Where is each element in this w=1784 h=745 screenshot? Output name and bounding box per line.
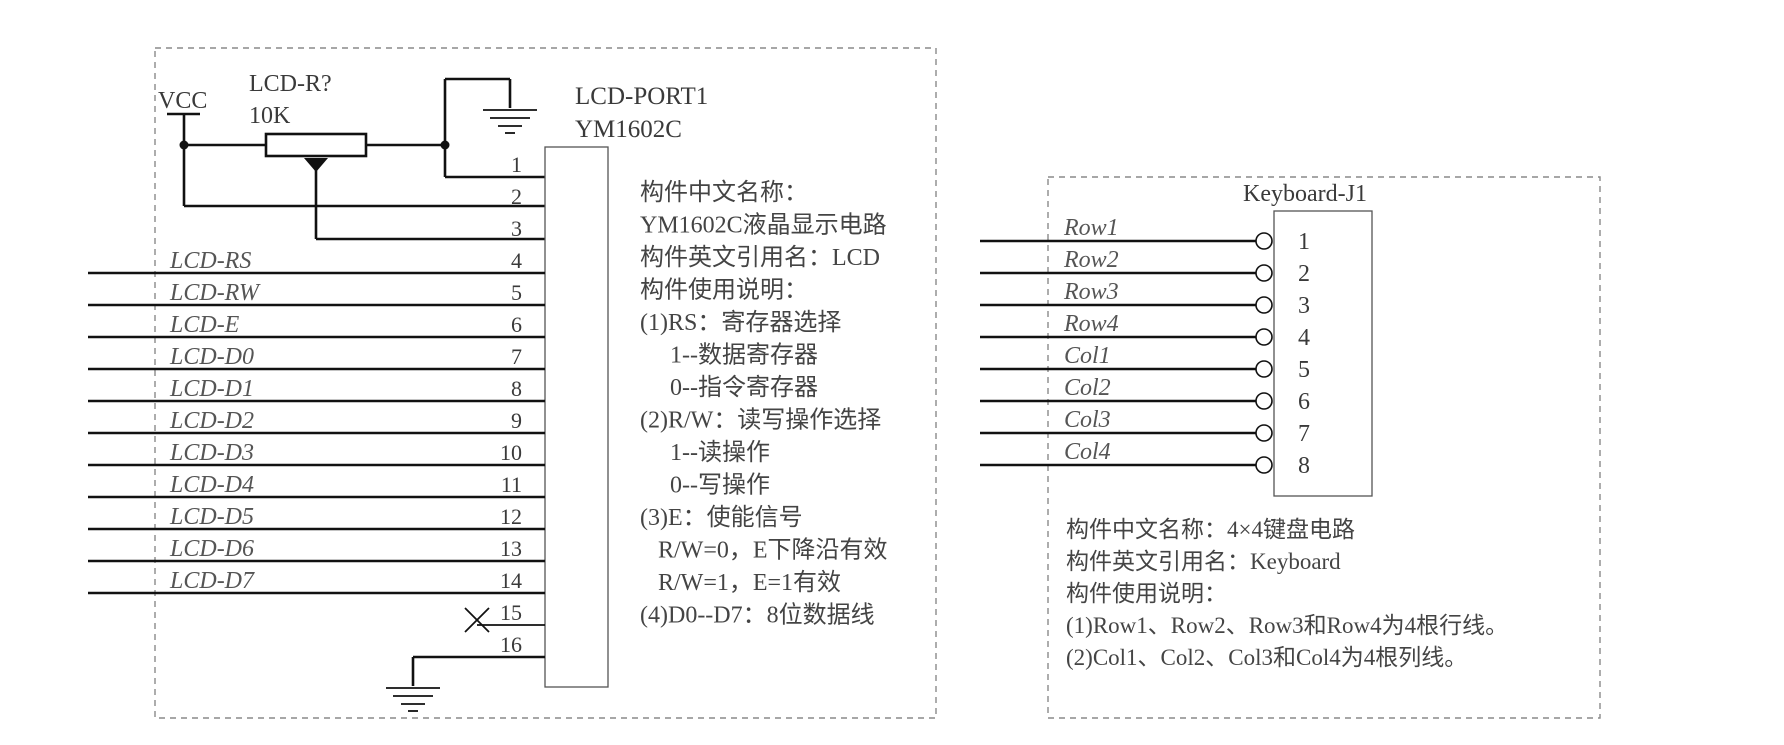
- keyboard-description-line: 构件使用说明：: [1066, 581, 1227, 606]
- keyboard-pin-number: 1: [1298, 229, 1310, 255]
- lcd-port-name: LCD-PORT1: [575, 83, 708, 110]
- keyboard-signal-label: Col1: [1064, 343, 1111, 369]
- keyboard-pin-terminal: [1255, 264, 1273, 282]
- lcd-signal-label: LCD-D3: [169, 440, 254, 466]
- keyboard-pin-terminal: [1255, 424, 1273, 442]
- keyboard-signal-label: Row2: [1063, 247, 1119, 273]
- keyboard-pin-number: 3: [1298, 293, 1310, 319]
- lcd-connector-body: [544, 146, 609, 688]
- lcd-description-line: R/W=0，E下降沿有效: [658, 537, 888, 564]
- lcd-description-line: (4)D0--D7：8位数据线: [640, 602, 875, 629]
- lcd-description-line: 构件中文名称：: [640, 179, 808, 206]
- lcd-pin-number: 10: [500, 440, 522, 465]
- lcd-signal-label: LCD-D2: [169, 408, 254, 434]
- lcd-signal-label: LCD-RW: [169, 280, 261, 306]
- lcd-pin-number: 3: [511, 216, 522, 241]
- ground-icon-bottom: [386, 687, 440, 712]
- lcd-description-line: YM1602C液晶显示电路: [640, 212, 887, 239]
- resistor-value: 10K: [249, 103, 291, 129]
- lcd-signal-label: LCD-D0: [169, 344, 254, 370]
- lcd-pin-number: 4: [511, 248, 522, 273]
- keyboard-signal-label: Row4: [1063, 311, 1119, 337]
- keyboard-pin-number: 4: [1298, 325, 1310, 351]
- lcd-signal-label: LCD-D7: [169, 568, 255, 594]
- lcd-description-line: (1)RS：寄存器选择: [640, 309, 841, 336]
- keyboard-signal-label: Col4: [1064, 439, 1111, 465]
- keyboard-description-line: 构件英文引用名：Keyboard: [1066, 549, 1341, 574]
- keyboard-description-line: (2)Col1、Col2、Col3和Col4为4根列线。: [1066, 645, 1467, 670]
- potentiometer-body: [264, 132, 368, 158]
- vcc-label: VCC: [158, 88, 207, 114]
- lcd-description-line: 0--指令寄存器: [670, 374, 818, 401]
- keyboard-pin-terminal: [1255, 456, 1273, 474]
- keyboard-pin-number: 5: [1298, 357, 1310, 383]
- keyboard-pin-terminal: [1255, 360, 1273, 378]
- lcd-description-line: (2)R/W：读写操作选择: [640, 407, 881, 434]
- lcd-description-line: (3)E：使能信号: [640, 504, 803, 531]
- lcd-description-line: 构件使用说明：: [640, 277, 808, 304]
- lcd-pin-number: 14: [500, 568, 522, 593]
- keyboard-pin-number: 2: [1298, 261, 1310, 287]
- lcd-description-line: R/W=1，E=1有效: [658, 569, 841, 596]
- lcd-signal-label: LCD-RS: [169, 248, 251, 274]
- lcd-pin-number: 9: [511, 408, 522, 433]
- lcd-pin-number: 7: [511, 344, 522, 369]
- keyboard-signal-label: Row3: [1063, 279, 1119, 305]
- lcd-pin-number: 13: [500, 536, 522, 561]
- lcd-description-line: 1--数据寄存器: [670, 342, 818, 369]
- keyboard-description-line: 构件中文名称：4×4键盘电路: [1066, 517, 1355, 542]
- keyboard-signal-label: Row1: [1063, 215, 1119, 241]
- keyboard-dashed-border: [1047, 176, 1601, 719]
- lcd-signal-label: LCD-D6: [169, 536, 254, 562]
- lcd-pin-number: 11: [501, 472, 522, 497]
- lcd-description-line: 1--读操作: [670, 439, 770, 466]
- keyboard-signal-label: Col3: [1064, 407, 1111, 433]
- lcd-dashed-border: [154, 47, 937, 719]
- lcd-pin-number: 8: [511, 376, 522, 401]
- lcd-pin-number: 2: [511, 184, 522, 209]
- lcd-pin-number: 5: [511, 280, 522, 305]
- keyboard-name: Keyboard-J1: [1243, 181, 1367, 207]
- keyboard-description-line: (1)Row1、Row2、Row3和Row4为4根行线。: [1066, 613, 1508, 638]
- keyboard-pin-terminal: [1255, 392, 1273, 410]
- lcd-signal-label: LCD-D4: [169, 472, 254, 498]
- lcd-signal-label: LCD-D1: [169, 376, 254, 402]
- lcd-chip-name: YM1602C: [575, 116, 682, 143]
- lcd-description-line: 0--写操作: [670, 472, 770, 499]
- lcd-pin-number: 1: [511, 152, 522, 177]
- keyboard-pin-terminal: [1255, 328, 1273, 346]
- lcd-pin-group: 1234LCD-RS5LCD-RW6LCD-E7LCD-D08LCD-D19LC…: [88, 152, 545, 657]
- lcd-section: VCC LCD-R? 10K LCD-PORT1 YM1602C: [88, 47, 937, 719]
- keyboard-pin-terminal: [1255, 232, 1273, 250]
- lcd-description-line: 构件英文引用名：LCD: [640, 244, 880, 271]
- lcd-pin-number: 12: [500, 504, 522, 529]
- resistor-name: LCD-R?: [249, 71, 332, 97]
- keyboard-pin-number: 6: [1298, 389, 1310, 415]
- no-connect-icon-b: [464, 607, 490, 633]
- lcd-pin-number: 16: [500, 632, 522, 657]
- lcd-pin-number: 15: [500, 600, 522, 625]
- wiper-arrow: [304, 158, 328, 172]
- keyboard-signal-label: Col2: [1064, 375, 1111, 401]
- lcd-pin-number: 6: [511, 312, 522, 337]
- keyboard-pin-terminal: [1255, 296, 1273, 314]
- lcd-signal-label: LCD-D5: [169, 504, 254, 530]
- keyboard-connector-body: [1273, 210, 1373, 497]
- keyboard-pin-number: 8: [1298, 453, 1310, 479]
- keyboard-pin-number: 7: [1298, 421, 1310, 447]
- lcd-signal-label: LCD-E: [169, 312, 240, 338]
- ground-icon-top: [483, 109, 537, 134]
